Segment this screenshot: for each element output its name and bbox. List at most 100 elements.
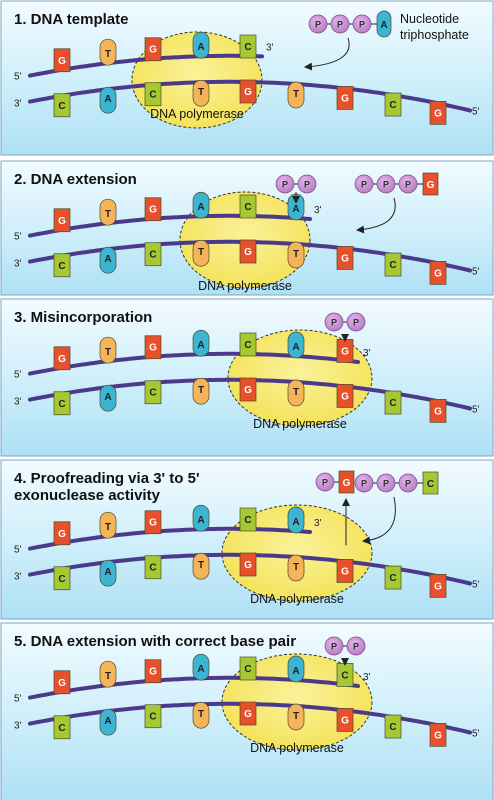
base-letter: C [58, 101, 65, 112]
base-shape [53, 391, 71, 416]
primer-base: A [192, 329, 210, 357]
primer-base: C [336, 663, 354, 687]
base-letter: G [244, 560, 252, 571]
base-letter: T [105, 49, 111, 60]
base-letter: T [293, 711, 299, 722]
template-base: G [429, 574, 447, 598]
phosphate-circle [315, 472, 335, 492]
five-prime-end-label: 5' [472, 579, 480, 590]
base-shape [239, 701, 257, 726]
primer-strand [28, 675, 360, 700]
base-letter: T [198, 560, 204, 571]
phosphate-label: P [353, 318, 359, 328]
primer-base: A [192, 191, 210, 219]
base-shape [384, 390, 402, 415]
template-base: C [384, 252, 402, 277]
template-base: C [384, 92, 402, 117]
template-base: C [53, 391, 71, 416]
three-prime-label: 3' [14, 721, 22, 732]
panel-title: 2. DNA extension [14, 171, 137, 188]
template-base: T [287, 554, 305, 582]
primer-base: A [287, 506, 305, 534]
base-letter: C [244, 202, 251, 213]
base-letter: A [197, 515, 204, 526]
primer-base: C [239, 332, 257, 357]
base-shape [336, 559, 354, 583]
primer-base: A [192, 31, 210, 59]
incoming-base [376, 10, 392, 38]
base-shape [99, 384, 117, 412]
phosphate-label: P [353, 642, 359, 652]
three-prime-end-label: 3' [266, 42, 274, 53]
phosphate-circle [324, 312, 344, 332]
base-letter: C [149, 563, 156, 574]
primer-base: T [99, 660, 117, 688]
phosphate-label: P [304, 180, 310, 190]
base-letter: A [104, 94, 111, 105]
incoming-base-letter: G [427, 180, 435, 191]
phosphate-label: P [383, 180, 389, 190]
primer-base: A [287, 655, 305, 683]
template-base: G [429, 399, 447, 423]
base-shape [239, 194, 257, 219]
five-prime-label: 5' [14, 694, 22, 705]
primer-base: G [144, 510, 162, 535]
primer-base: G [53, 670, 71, 695]
released-base-letter: G [343, 478, 351, 489]
base-shape [192, 504, 210, 532]
three-prime-label: 3' [14, 572, 22, 583]
template-base: G [239, 701, 257, 726]
panel-title: 5. DNA extension with correct base pair [14, 633, 296, 650]
nucleotide-triphosphate-label: Nucleotide [400, 12, 459, 26]
base-shape [336, 246, 354, 270]
base-letter: T [293, 387, 299, 398]
base-shape [53, 93, 71, 118]
primer-base: T [99, 38, 117, 66]
base-letter: T [198, 87, 204, 98]
base-letter: A [104, 254, 111, 265]
base-letter: G [58, 529, 66, 540]
base-shape [53, 566, 71, 591]
incoming-base-letter: A [380, 20, 387, 31]
base-shape [144, 335, 162, 360]
template-base: G [429, 261, 447, 285]
template-base: G [336, 708, 354, 732]
phosphate-label: P [322, 478, 328, 488]
base-shape [239, 34, 257, 59]
five-prime-end-label: 5' [472, 266, 480, 277]
three-prime-end-label: 3' [314, 205, 322, 216]
base-letter: C [149, 388, 156, 399]
base-shape [99, 246, 117, 274]
three-prime-end-label: 3' [363, 348, 371, 359]
incoming-base-letter: C [427, 479, 434, 490]
base-shape [144, 510, 162, 535]
template-base: G [336, 559, 354, 583]
base-shape [53, 670, 71, 695]
base-shape [53, 208, 71, 233]
base-letter: G [244, 87, 252, 98]
primer-base: T [99, 511, 117, 539]
primer-base: C [239, 656, 257, 681]
base-shape [144, 704, 162, 729]
template-base: C [53, 253, 71, 278]
phosphate-label: P [361, 180, 367, 190]
released-base [338, 470, 355, 494]
five-prime-end-label: 5' [472, 106, 480, 117]
base-shape [239, 332, 257, 357]
base-shape [384, 565, 402, 590]
base-shape [53, 346, 71, 371]
base-letter: C [244, 340, 251, 351]
template-base: A [99, 708, 117, 736]
base-letter: G [341, 93, 349, 104]
phosphate-label: P [337, 20, 343, 30]
base-letter: G [244, 385, 252, 396]
base-shape [99, 336, 117, 364]
base-letter: C [149, 90, 156, 101]
base-letter: G [434, 108, 442, 119]
primer-base: G [53, 521, 71, 546]
base-shape [287, 379, 305, 407]
